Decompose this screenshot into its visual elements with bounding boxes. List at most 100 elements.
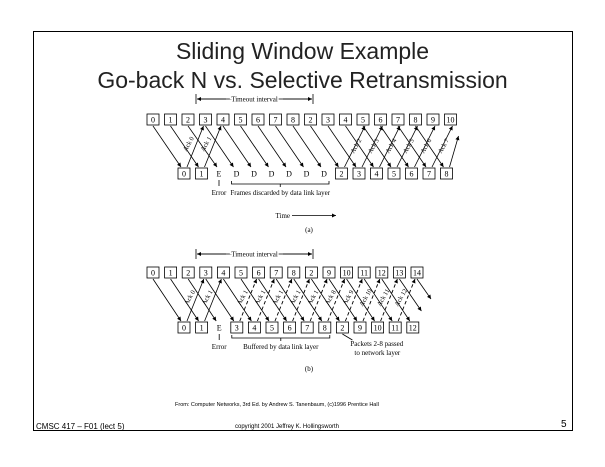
caption-b: (b) bbox=[305, 365, 314, 373]
received-frame-b-label: 8 bbox=[323, 324, 327, 333]
received-frame-b-label: 1 bbox=[200, 324, 204, 333]
frame-arrow-a-head bbox=[299, 162, 304, 167]
ack-arrow-b-head bbox=[358, 279, 363, 284]
received-frame-a-label: D bbox=[234, 170, 240, 179]
received-frame-b bbox=[265, 321, 279, 334]
frame-arrow-b bbox=[187, 278, 217, 322]
ack-arrow-a bbox=[379, 125, 401, 168]
ack-arrow-a-head bbox=[431, 126, 436, 131]
sent-frame-a bbox=[286, 113, 300, 126]
sent-frame-a bbox=[269, 113, 282, 126]
received-frame-b bbox=[230, 321, 244, 334]
ack-label-b: Ack 12 bbox=[394, 288, 410, 308]
sent-frame-a-label: 10 bbox=[447, 116, 455, 125]
received-frame-a-label: 5 bbox=[392, 170, 396, 179]
frame-arrow-b bbox=[275, 278, 305, 322]
received-frame-b bbox=[335, 321, 349, 334]
caption-a: (a) bbox=[305, 226, 313, 234]
slide-frame bbox=[33, 31, 573, 431]
sent-frame-a bbox=[216, 113, 230, 126]
received-frame-b bbox=[283, 321, 297, 334]
sent-frame-a-label: 4 bbox=[344, 116, 348, 125]
received-frame-b bbox=[388, 321, 402, 334]
frame-arrow-b-head bbox=[317, 316, 322, 321]
frame-arrow-a bbox=[170, 125, 199, 168]
received-frame-b-label: 11 bbox=[391, 324, 399, 333]
received-frame-b-label: 4 bbox=[252, 324, 256, 333]
ack-label-b: Ack 1 bbox=[306, 289, 320, 306]
buffer-brace-b bbox=[231, 335, 331, 341]
received-frame-a-label: D bbox=[321, 170, 327, 179]
ack-label-a: Ack 7 bbox=[437, 137, 451, 155]
ack-label-b: Ack 0 bbox=[183, 289, 197, 306]
sent-frame-a-label: 7 bbox=[274, 116, 278, 125]
received-frame-b-label: E bbox=[217, 324, 222, 333]
copyright-label: copyright 2001 Jeffrey K. Hollingsworth bbox=[235, 424, 339, 430]
received-frame-b-label: 0 bbox=[182, 324, 186, 333]
sent-frame-a-label: 7 bbox=[396, 116, 400, 125]
frame-arrow-b-head bbox=[388, 316, 393, 321]
sent-frame-b bbox=[410, 266, 424, 279]
frame-arrow-b bbox=[293, 278, 323, 322]
ack-arrow-a bbox=[396, 125, 418, 168]
sent-frame-a bbox=[391, 113, 405, 126]
received-frame-b bbox=[406, 321, 420, 334]
sent-frame-a bbox=[304, 113, 317, 126]
ack-label-b: Ack 8 bbox=[324, 289, 338, 306]
frame-arrow-a-head bbox=[247, 162, 251, 167]
sent-frame-b bbox=[269, 266, 283, 279]
ack-label-a: Ack 5 bbox=[402, 138, 416, 155]
ack-arrow-b-head bbox=[323, 279, 328, 284]
frame-arrow-a bbox=[152, 125, 182, 168]
ack-arrow-a-head bbox=[217, 126, 222, 131]
sent-frame-a bbox=[374, 113, 387, 126]
sent-frame-a bbox=[181, 113, 195, 126]
ack-label-b: Ack 1 bbox=[236, 289, 250, 306]
ack-label-b: Ack 1 bbox=[254, 289, 268, 306]
ack-arrow-a bbox=[431, 125, 453, 168]
sent-frame-b bbox=[216, 266, 230, 279]
discard-label-a: Frames discarded by data link layer bbox=[230, 189, 330, 197]
ack-arrow-b bbox=[380, 278, 398, 322]
received-frame-a-label: 1 bbox=[200, 170, 204, 179]
received-frame-b bbox=[247, 321, 261, 334]
received-frame-a-label: 6 bbox=[410, 170, 414, 179]
ack-arrow-b-head bbox=[394, 279, 398, 284]
slide-title: Sliding Window Example bbox=[175, 38, 430, 64]
sent-frame-b bbox=[322, 266, 336, 279]
sent-frame-b bbox=[392, 266, 406, 279]
sent-frame-a bbox=[146, 113, 160, 126]
sent-frame-a-label: 5 bbox=[239, 116, 243, 125]
sent-frame-b-label: 1 bbox=[169, 269, 173, 278]
ack-arrow-a-head bbox=[413, 126, 418, 131]
ack-arrow-b bbox=[327, 278, 346, 322]
received-frame-a bbox=[422, 167, 436, 180]
frame-arrow-b-head bbox=[229, 316, 234, 321]
ack-arrow-b-head bbox=[288, 279, 293, 284]
ack-label-a: Ack 3 bbox=[367, 138, 381, 155]
ack-label-b: Ack 1 bbox=[271, 289, 285, 306]
received-frame-b bbox=[318, 321, 332, 334]
frame-arrow-b bbox=[399, 278, 422, 312]
frame-arrow-b bbox=[416, 278, 432, 300]
sent-frame-b bbox=[164, 266, 178, 279]
error-label-b: Error bbox=[212, 343, 227, 351]
sent-frame-a bbox=[409, 113, 422, 126]
received-frame-a-label: 7 bbox=[427, 170, 431, 179]
frame-arrow-a-head bbox=[422, 162, 426, 167]
ack-arrow-a-head bbox=[200, 126, 204, 131]
received-frame-b-label: 12 bbox=[409, 324, 417, 333]
frame-arrow-a bbox=[240, 125, 269, 168]
discard-brace-a bbox=[231, 181, 330, 187]
ack-arrow-a-head bbox=[378, 126, 383, 131]
time-arrow-a-head bbox=[331, 213, 336, 218]
sent-frame-a-label: 5 bbox=[361, 116, 365, 125]
ack-arrow-a-head bbox=[455, 136, 460, 141]
ack-arrow-a bbox=[204, 125, 222, 168]
frame-arrow-a-head bbox=[317, 162, 321, 167]
ack-arrow-b-head bbox=[411, 279, 416, 284]
sent-frame-a bbox=[444, 113, 457, 126]
received-frame-a-label: D bbox=[251, 170, 257, 179]
received-frame-a bbox=[387, 167, 401, 180]
received-frame-a-label: 8 bbox=[445, 170, 449, 179]
